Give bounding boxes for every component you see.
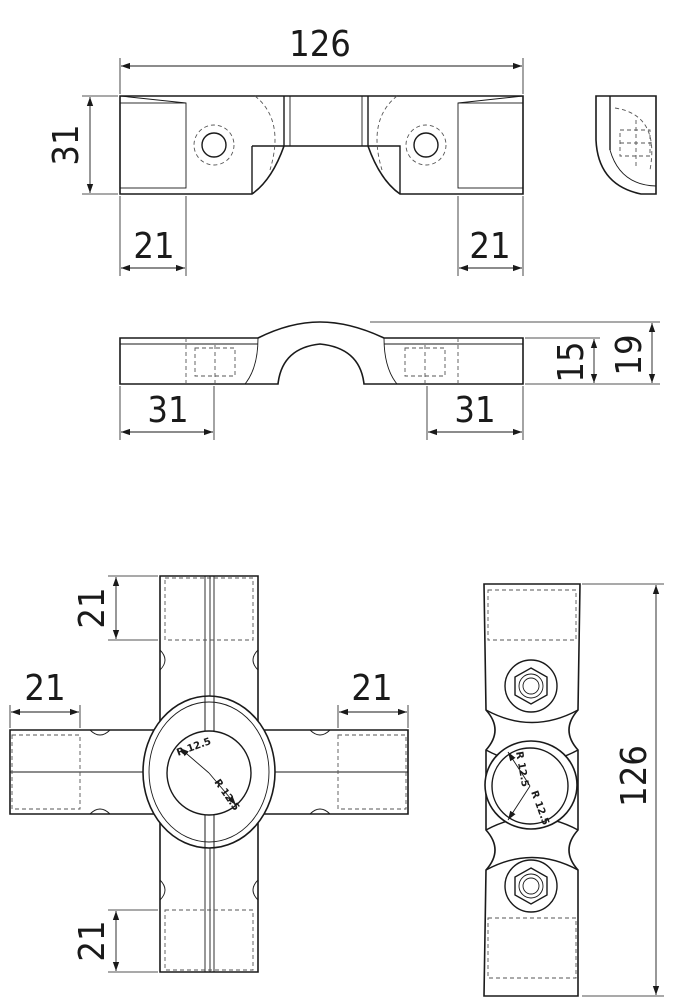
top-view: 126 31 21 21 (46, 24, 524, 276)
side-view-small (595, 95, 657, 195)
side-view: R 12.5 R 12.5 126 (483, 583, 664, 997)
top-left-pocket (119, 102, 187, 189)
dim-top-length: 126 (289, 24, 351, 65)
dim-side-length: 126 (614, 745, 655, 807)
dim-cross-top: 21 (72, 587, 113, 628)
dim-cross-bottom: 21 (72, 920, 113, 961)
dim-front-outer-height: 19 (609, 334, 650, 375)
cross-view: R 12.5 R 12.5 21 21 21 21 (9, 575, 409, 973)
top-right-pocket (457, 102, 524, 189)
side-top-nut-icon (504, 659, 558, 713)
top-right-bolt-hole (405, 124, 447, 166)
top-left-bolt-hole (193, 124, 235, 166)
side-bottom-nut-icon (504, 859, 558, 913)
front-view-outline (119, 321, 524, 385)
dim-top-height: 31 (46, 124, 87, 165)
dim-front-inner-height: 15 (551, 341, 592, 382)
dim-top-right-width: 21 (469, 226, 510, 267)
dim-top-left-width: 21 (133, 226, 174, 267)
dim-cross-right: 21 (351, 668, 392, 709)
dim-cross-left: 21 (24, 668, 65, 709)
front-view: 31 31 15 19 (119, 321, 660, 440)
dim-front-right: 31 (454, 390, 495, 431)
dim-front-left: 31 (147, 390, 188, 431)
top-view-outline (119, 95, 524, 195)
